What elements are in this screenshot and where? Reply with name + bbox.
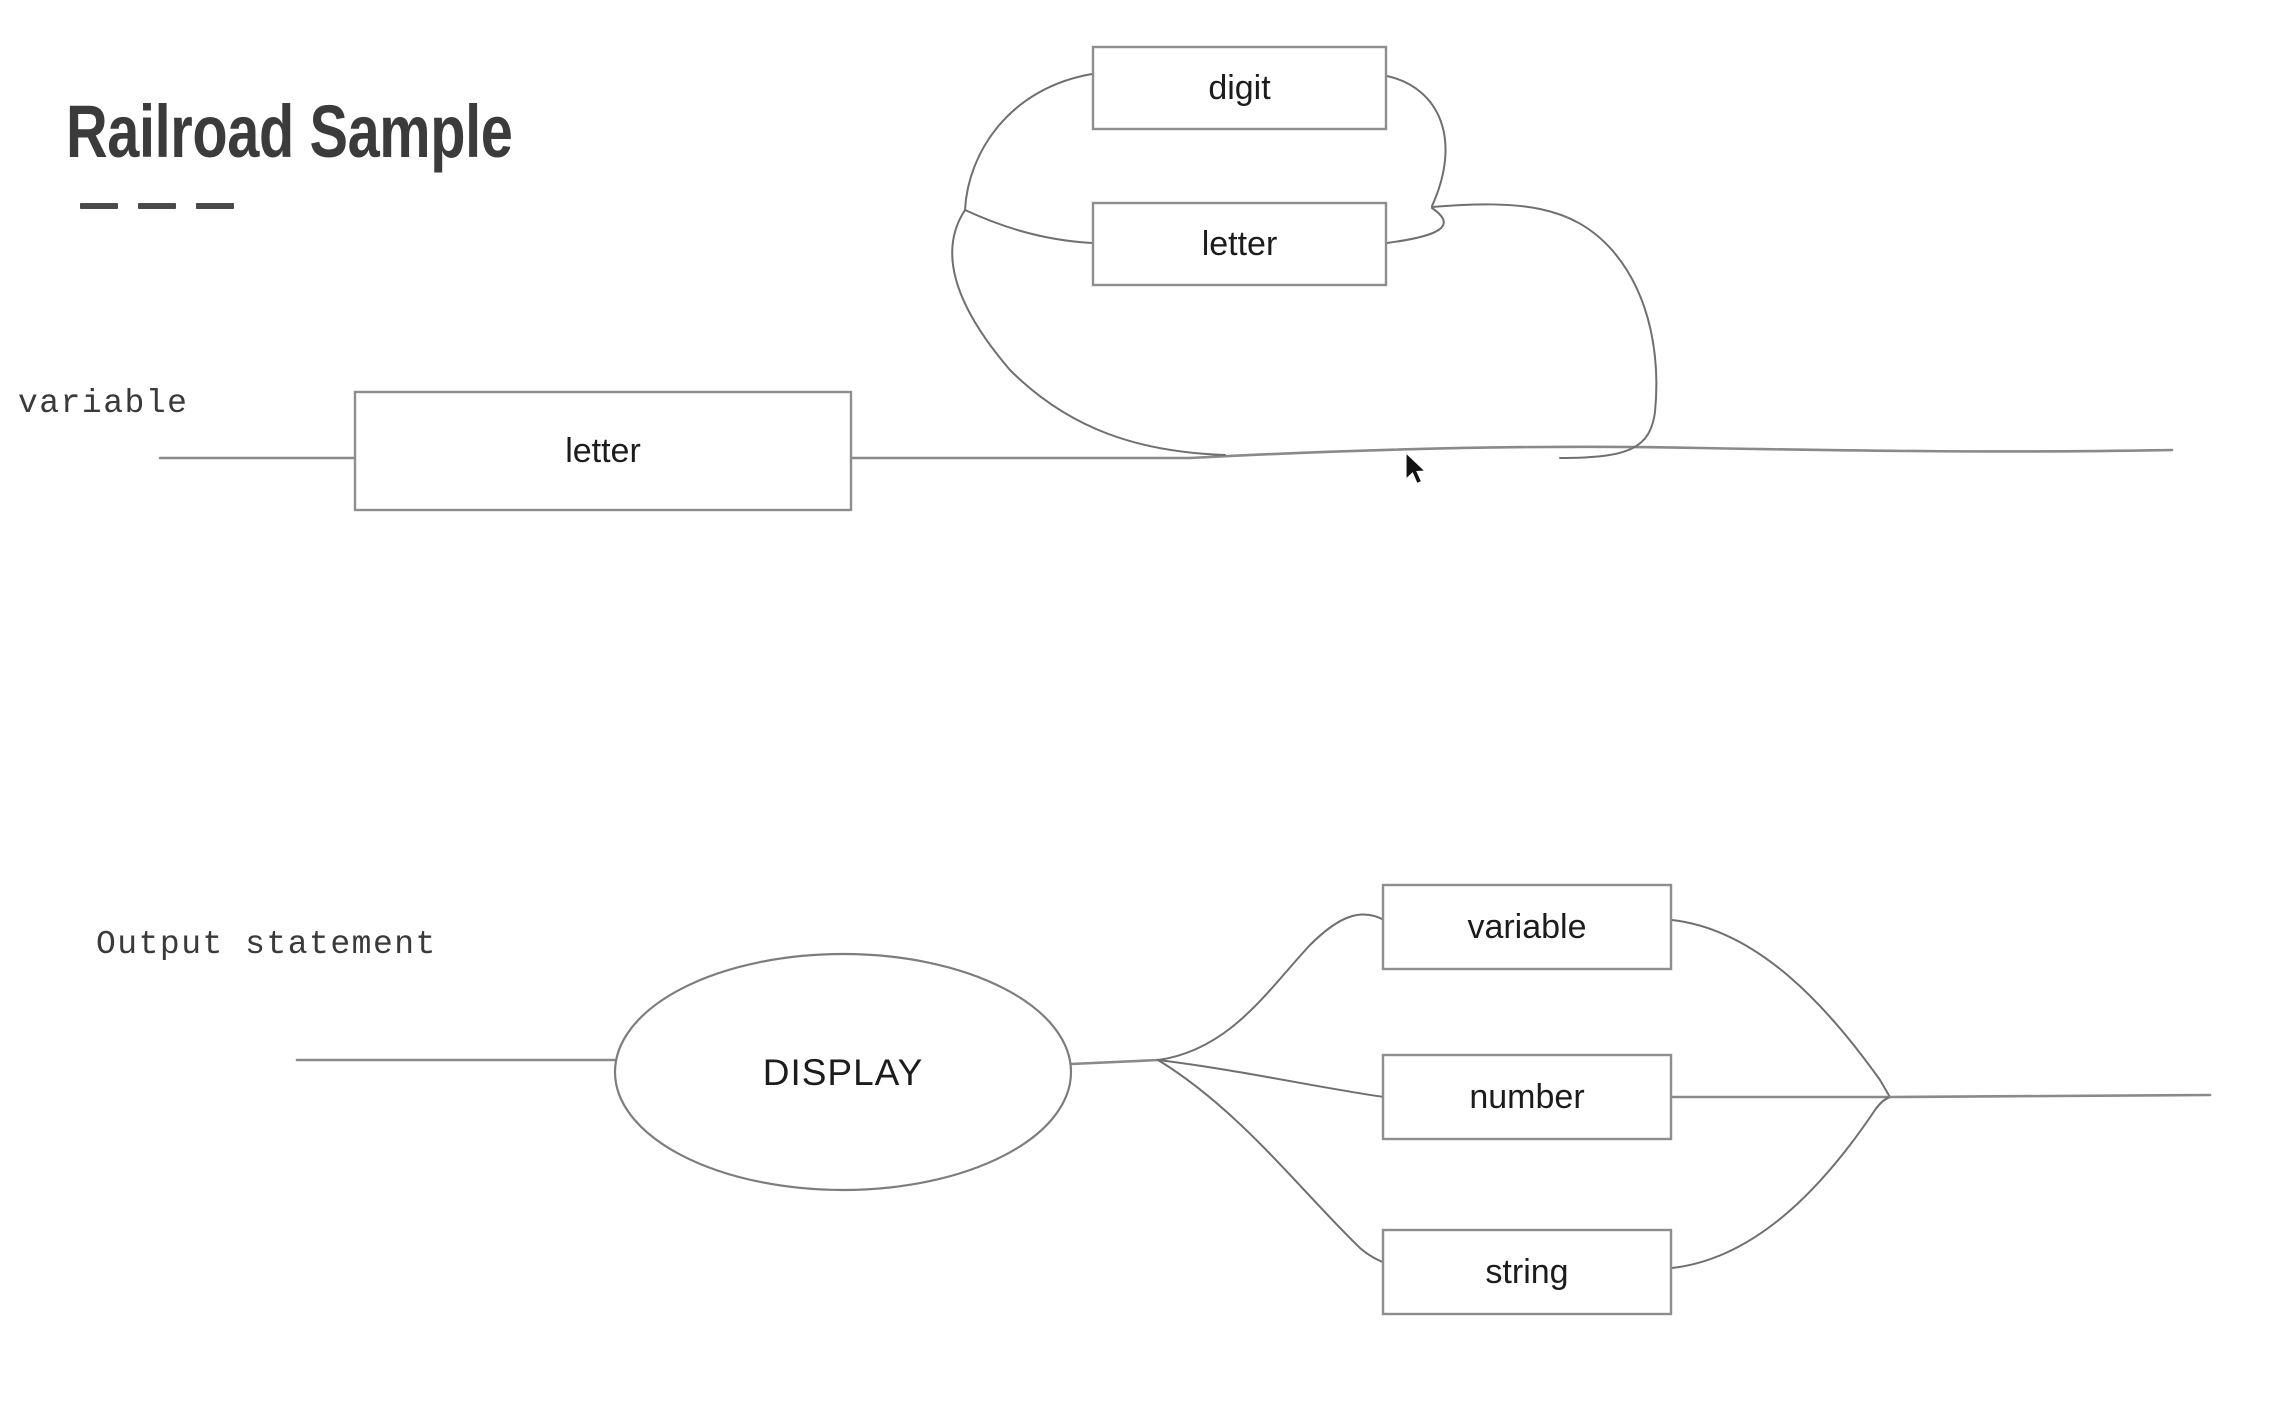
string-choice-box-outline xyxy=(1381,1228,1673,1316)
rail-main-exit-variable xyxy=(1188,445,2174,460)
dash-1 xyxy=(80,203,118,209)
node-string-choice[interactable]: string xyxy=(1381,1228,1673,1316)
number-choice-box-outline xyxy=(1381,1053,1673,1141)
title-block: Railroad Sample xyxy=(66,95,638,209)
digit-box-label: digit xyxy=(1208,69,1271,107)
letter-main-box-label: letter xyxy=(565,432,641,470)
rule-label-variable: variable xyxy=(18,385,189,422)
rail-loop-return-down xyxy=(951,209,1226,456)
output-statement-diagram-rails xyxy=(295,913,2212,1271)
rail-display-to-fanout xyxy=(1069,1058,1160,1066)
dash-2 xyxy=(138,203,176,209)
variable-choice-box-label: variable xyxy=(1467,908,1586,946)
node-variable-choice[interactable]: variable xyxy=(1381,883,1673,971)
node-letter-loop[interactable]: letter xyxy=(1091,201,1388,287)
letter-main-box-outline xyxy=(353,390,853,512)
rail-variable-to-merge xyxy=(1671,919,1891,1098)
rail-main-exit-output xyxy=(1888,1093,2212,1099)
rail-string-to-merge xyxy=(1671,1096,1891,1269)
string-choice-box-label: string xyxy=(1485,1253,1568,1291)
letter-loop-box-outline xyxy=(1091,201,1388,287)
letter-loop-box-label: letter xyxy=(1202,225,1278,263)
variable-diagram-rails xyxy=(158,73,2174,460)
rail-digit-to-merge xyxy=(1386,75,1447,207)
variable-choice-box-outline xyxy=(1381,883,1673,971)
rail-fanout-to-variable xyxy=(1157,913,1385,1061)
rule-label-output-statement: Output statement xyxy=(96,926,437,963)
rail-loop-right-descend xyxy=(1431,203,1658,459)
node-display[interactable]: DISPLAY xyxy=(613,952,1073,1192)
dash-3 xyxy=(196,203,234,209)
display-oval-outline xyxy=(613,952,1073,1192)
display-oval-label: DISPLAY xyxy=(763,1052,924,1093)
node-number-choice[interactable]: number xyxy=(1381,1053,1673,1141)
page-title: Railroad Sample xyxy=(66,90,513,173)
rail-loop-left-to-digit xyxy=(964,73,1093,211)
node-digit[interactable]: digit xyxy=(1091,45,1388,131)
rail-loop-left-to-letter xyxy=(964,209,1093,244)
rail-letter-to-merge xyxy=(1386,207,1445,244)
number-choice-box-label: number xyxy=(1469,1078,1584,1116)
rail-fanout-to-number xyxy=(1157,1059,1385,1098)
title-underline-dashes xyxy=(80,203,638,209)
digit-box-outline xyxy=(1091,45,1388,131)
node-letter-main[interactable]: letter xyxy=(353,390,853,512)
